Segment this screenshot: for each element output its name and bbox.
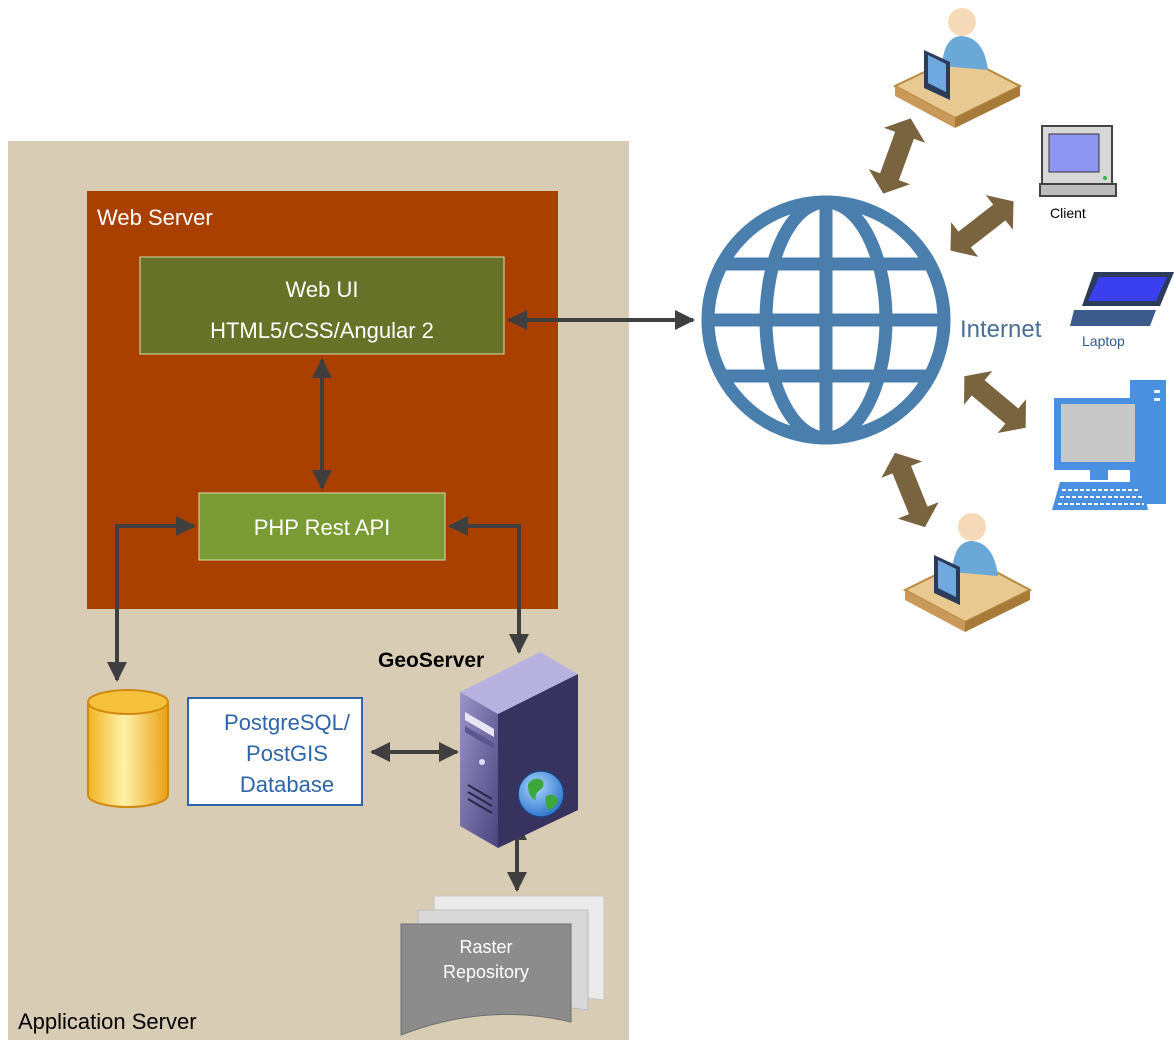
arrow-restapi-geoserver: [448, 516, 529, 654]
link-arrow-lower-right: [964, 371, 1026, 433]
web-ui-subtitle: HTML5/CSS/Angular 2: [210, 318, 434, 343]
database-icon: [87, 689, 169, 808]
web-ui-title: Web UI: [286, 277, 359, 302]
php-rest-api-box[interactable]: [198, 492, 446, 561]
application-server-label: Application Server: [18, 1009, 197, 1034]
link-arrows: [868, 118, 1026, 528]
globe-icon: [701, 195, 951, 445]
laptop-label: Laptop: [1082, 333, 1125, 349]
desktop-computer-icon: [1052, 380, 1166, 510]
database-line-3: Database: [240, 772, 334, 797]
world-icon: [517, 770, 565, 818]
database-line-1: PostgreSQL/: [224, 710, 351, 735]
raster-repository-icon: [400, 895, 605, 1036]
arrow-restapi-database: [107, 516, 196, 682]
link-arrow-upper-right: [950, 195, 1014, 257]
geoserver-label: GeoServer: [378, 649, 484, 672]
link-arrow-top: [868, 118, 926, 194]
client-label: Client: [1050, 205, 1086, 221]
client-computer-icon: [1039, 125, 1117, 197]
link-arrow-bottom: [881, 452, 939, 528]
web-ui-box[interactable]: [139, 256, 505, 355]
raster-line-2: Repository: [443, 962, 529, 982]
internet-label: Internet: [960, 316, 1042, 343]
laptop-icon: [1070, 272, 1174, 326]
database-label-box: [187, 697, 363, 806]
user-workstation-top-icon: [892, 8, 1023, 128]
database-line-2: PostGIS: [246, 741, 328, 766]
web-server-label: Web Server: [97, 205, 213, 230]
user-workstation-bottom-icon: [902, 513, 1033, 632]
raster-line-1: Raster: [459, 937, 512, 957]
php-rest-api-label: PHP Rest API: [254, 515, 391, 540]
